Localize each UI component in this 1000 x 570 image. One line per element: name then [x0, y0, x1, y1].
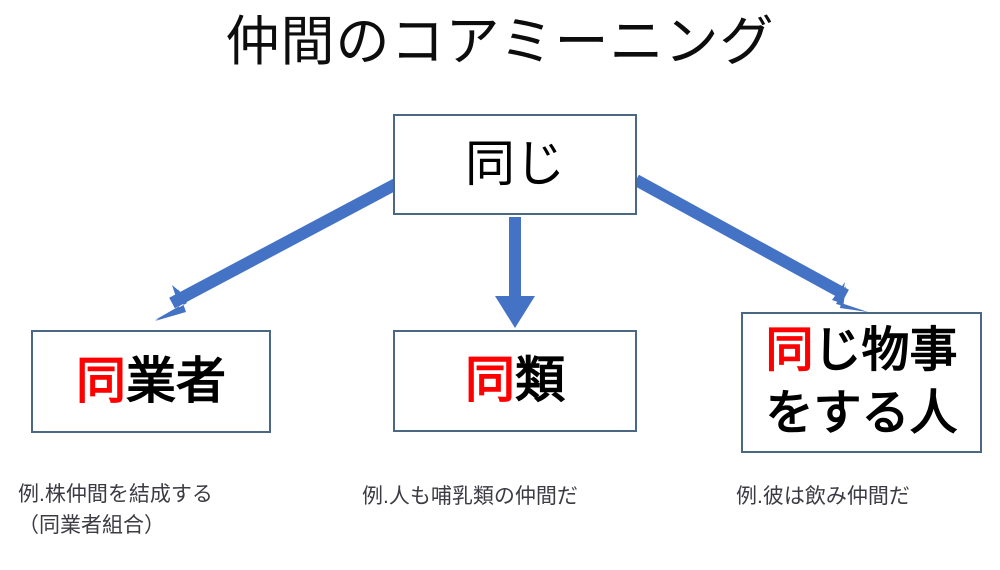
- node-branch-right-label: 同じ物事 をする人: [765, 320, 957, 445]
- node-branch-right-highlight: 同: [765, 324, 814, 378]
- node-branch-left-label: 同業者: [76, 353, 226, 411]
- node-branch-middle-highlight: 同: [465, 352, 515, 409]
- node-branch-left[interactable]: 同業者: [31, 330, 271, 433]
- node-branch-right[interactable]: 同じ物事 をする人: [741, 312, 982, 453]
- caption-branch-left: 例.株仲間を結成する （同業者組合）: [18, 483, 213, 537]
- node-root[interactable]: 同じ: [393, 114, 637, 215]
- node-branch-left-highlight: 同: [76, 352, 126, 409]
- page-title: 仲間のコアミーニング: [225, 12, 775, 72]
- caption-branch-middle: 例.人も哺乳類の仲間だ: [362, 485, 578, 508]
- node-branch-middle-label: 同類: [465, 352, 565, 410]
- caption-branch-right: 例.彼は飲み仲間だ: [736, 485, 910, 508]
- node-branch-middle[interactable]: 同類: [393, 330, 637, 432]
- arrow-left-icon: [155, 178, 399, 321]
- arrow-right-icon: [633, 174, 868, 312]
- node-branch-middle-rest: 類: [515, 352, 565, 409]
- node-branch-left-rest: 業者: [126, 352, 226, 409]
- node-root-label: 同じ: [465, 135, 565, 192]
- node-branch-right-rest-line1: じ物事: [813, 324, 958, 378]
- arrow-middle-icon: [495, 217, 535, 328]
- node-branch-right-line2: をする人: [765, 386, 958, 440]
